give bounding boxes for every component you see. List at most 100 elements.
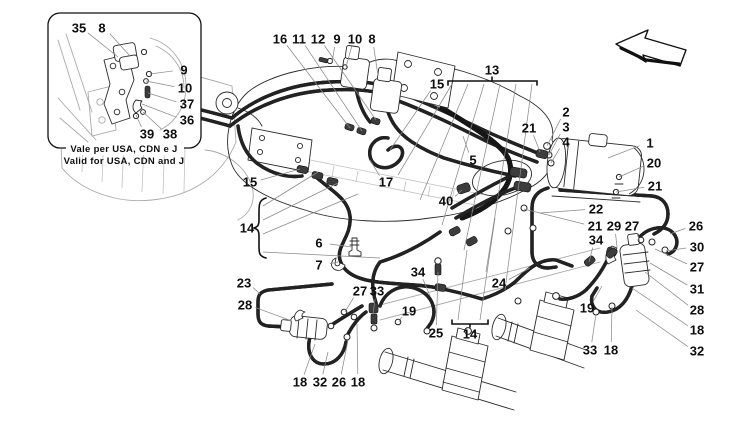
exhaust-manifold-left — [378, 327, 517, 411]
leader-line — [607, 145, 640, 159]
leader-line — [591, 313, 597, 343]
part-number-label: 19 — [580, 301, 594, 316]
body-sill-lines — [379, 247, 601, 321]
leader-line — [389, 90, 431, 151]
part-number-label: 10 — [178, 81, 192, 96]
part-number-label: 39 — [140, 127, 154, 142]
brace-14-left — [251, 197, 267, 259]
part-number-label: 7 — [315, 258, 322, 273]
leader-line — [592, 285, 603, 302]
leader-line — [435, 271, 439, 326]
leader-line — [546, 118, 561, 147]
part-number-label: 28 — [690, 303, 704, 318]
part-number-label: 34 — [589, 233, 604, 248]
part-number-label: 33 — [583, 343, 597, 358]
note-line-1: Vale per USA, CDN e J — [70, 144, 177, 155]
part-number-label: 32 — [313, 375, 327, 390]
note-border-gap — [66, 142, 184, 155]
part-number-label: 9 — [333, 32, 340, 47]
leader-line — [340, 339, 349, 375]
bracket-13 — [447, 76, 538, 86]
leader-line — [636, 233, 641, 243]
leader-line — [454, 189, 463, 197]
part-number-label: 3 — [562, 120, 569, 135]
leader-line — [508, 267, 531, 280]
part-number-label: 19 — [402, 304, 416, 319]
leader-line — [135, 114, 142, 128]
leader-line — [322, 351, 329, 375]
leader-line — [523, 208, 585, 225]
part-number-label: 21 — [522, 121, 536, 136]
leader-line — [631, 287, 688, 326]
part-number-label: 4 — [562, 135, 570, 150]
left-check-valve-assembly — [280, 302, 431, 341]
leader-line — [618, 165, 644, 178]
leader-line — [669, 228, 686, 235]
leader-line — [344, 297, 354, 313]
part-number-label: 25 — [429, 326, 443, 341]
part-number-label: 14 — [240, 221, 255, 236]
part-number-label: 31 — [690, 282, 704, 297]
leader-line — [369, 159, 380, 176]
part-number-label: 12 — [311, 32, 325, 47]
leader-line — [539, 209, 586, 214]
air-pump — [509, 133, 645, 203]
leader-line — [345, 46, 352, 68]
part-number-label: 11 — [292, 32, 306, 47]
part-number-label: 6 — [315, 236, 322, 251]
callout-brackets — [251, 76, 538, 328]
small-parts — [296, 149, 618, 292]
leader-line — [373, 46, 379, 77]
part-number-label: 17 — [379, 175, 393, 190]
leader-line — [331, 46, 336, 63]
intake-manifold — [215, 58, 555, 222]
part-number-label: 15 — [243, 175, 257, 190]
leader-line — [398, 316, 402, 323]
part-number-label: 27 — [690, 260, 704, 275]
part-number-label: 8 — [98, 21, 105, 36]
right-check-valve-assembly — [592, 233, 669, 316]
leader-line — [654, 248, 688, 265]
leader-line — [260, 168, 301, 181]
leader-line — [329, 243, 353, 248]
hoses — [146, 79, 679, 366]
part-number-label: 24 — [492, 276, 507, 291]
part-number-label: 18 — [604, 343, 618, 358]
leader-line — [550, 148, 560, 164]
part-number-label: 18 — [690, 323, 704, 338]
part-number-label: 33 — [370, 284, 384, 299]
leader-line — [255, 307, 293, 322]
leader-line — [665, 247, 687, 252]
part-number-label: 20 — [647, 156, 661, 171]
part-number-label: 18 — [351, 375, 365, 390]
part-number-label: 26 — [689, 219, 703, 234]
leader-line — [615, 233, 618, 248]
leader-line — [635, 309, 689, 347]
part-number-label: 16 — [273, 32, 287, 47]
part-number-label: 22 — [589, 202, 603, 217]
leader-line — [149, 70, 174, 75]
part-number-label: 15 — [430, 77, 444, 92]
part-number-label: 32 — [690, 344, 704, 359]
part-number-label: 26 — [332, 375, 346, 390]
exhaust-manifold-right — [491, 291, 587, 369]
part-number-label: 23 — [237, 276, 251, 291]
leader-line — [356, 323, 359, 375]
leader-line — [462, 135, 470, 153]
leader-line — [329, 261, 339, 265]
leader-line — [548, 133, 561, 156]
part-number-label: 14 — [463, 327, 478, 342]
leader-line — [145, 80, 175, 87]
direction-arrow-icon — [615, 29, 687, 67]
leader-line — [147, 92, 177, 103]
part-number-label: 38 — [163, 127, 177, 142]
leader-line — [422, 279, 431, 297]
bracket-14-bottom — [451, 319, 489, 328]
leader-line — [610, 306, 613, 343]
part-number-label: 27 — [625, 219, 639, 234]
part-number-label: 21 — [588, 219, 602, 234]
part-number-label: 27 — [353, 284, 367, 299]
leader-line — [286, 45, 351, 129]
